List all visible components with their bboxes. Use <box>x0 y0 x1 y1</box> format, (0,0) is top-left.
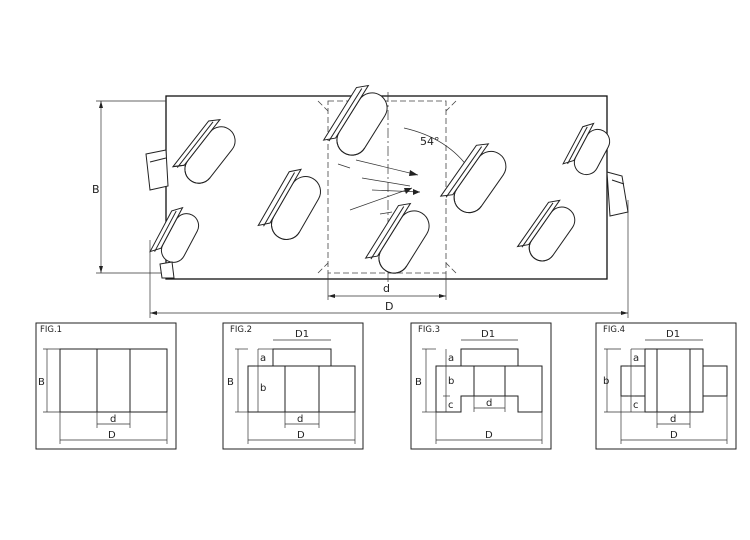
main-label-B: B <box>92 183 100 196</box>
fig-3-label-D1: D1 <box>481 329 495 340</box>
fig-2-label-a: a <box>260 353 266 364</box>
fig-2-label-D1: D1 <box>295 329 309 340</box>
fig-3-label-D: D <box>485 430 493 441</box>
fig-3-label-B: B <box>415 377 422 388</box>
fig-4-label-b: b <box>603 376 609 387</box>
fig-2-title: FIG.2 <box>230 325 252 335</box>
fig-4-label-D1: D1 <box>666 329 680 340</box>
fig-4-title: FIG.4 <box>603 325 625 335</box>
main-cutter-view: B d D 54° <box>92 84 629 318</box>
fig-3-label-c: c <box>448 400 454 411</box>
angle-label: 54° <box>420 135 440 148</box>
fig-1-label-B: B <box>38 377 45 388</box>
bore-hidden-line <box>327 100 447 274</box>
fig-2-label-d: d <box>297 414 303 425</box>
fig-4-label-d: d <box>670 414 676 425</box>
cutter-body-outline <box>165 95 608 280</box>
fig-2-label-D: D <box>297 430 305 441</box>
edge-blade-right <box>606 171 629 217</box>
fig-2-label-B: B <box>227 377 234 388</box>
main-label-D: D <box>385 300 393 313</box>
fig-3-label-d: d <box>486 398 492 409</box>
flow-arrows <box>337 159 421 215</box>
fig-3: FIG.3 D1 a b c B d D <box>410 322 552 450</box>
insert-3 <box>322 84 388 156</box>
fig-4-label-a: a <box>633 353 639 364</box>
insert-5 <box>439 143 507 214</box>
edge-blade-left <box>145 149 169 191</box>
fig-4: FIG.4 D1 a b c d D <box>595 322 737 450</box>
fig-1-label-D: D <box>108 430 116 441</box>
insert-8 <box>149 206 200 263</box>
fig-2: FIG.2 D1 a b B d D <box>222 322 364 450</box>
fig-3-title: FIG.3 <box>418 325 440 335</box>
fig-3-label-b: b <box>448 376 454 387</box>
fig-1-label-d: d <box>110 414 116 425</box>
fig-3-label-a: a <box>448 353 454 364</box>
fig-4-label-D: D <box>670 430 678 441</box>
fig-2-label-b: b <box>260 383 266 394</box>
insert-1 <box>171 118 236 184</box>
fig-1-title: FIG.1 <box>40 325 62 335</box>
main-label-d: d <box>383 282 390 295</box>
insert-2 <box>257 168 321 240</box>
insert-7 <box>562 122 611 176</box>
insert-6 <box>516 199 576 262</box>
fig-4-label-c: c <box>633 400 639 411</box>
insert-4 <box>364 202 430 274</box>
fig-1: FIG.1 B d D <box>35 322 177 450</box>
